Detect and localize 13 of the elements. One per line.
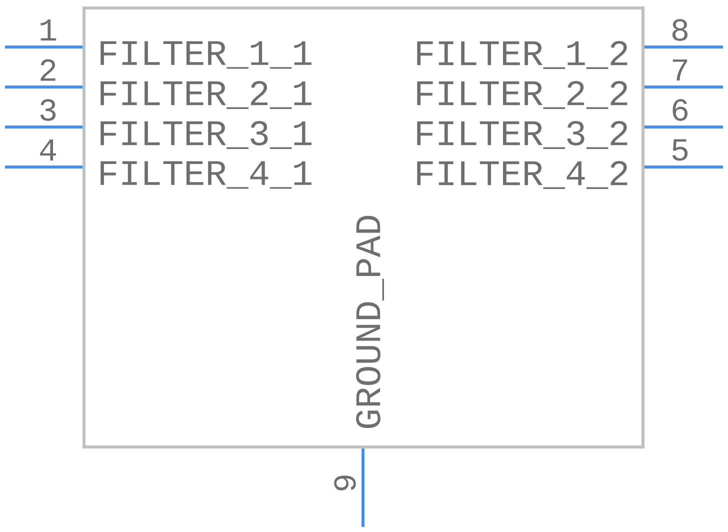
- pin-name: FILTER_1_2: [417, 41, 628, 69]
- pin-name: FILTER_1_1: [100, 41, 312, 69]
- pin-name: FILTER_3_1: [100, 121, 312, 149]
- pin-number: 5: [672, 139, 688, 161]
- pin-name: FILTER_4_1: [100, 161, 312, 189]
- pin-name: GROUND_PAD: [356, 216, 384, 428]
- pin-number: 8: [672, 19, 688, 41]
- pin-number: 6: [672, 99, 688, 121]
- pin-name: FILTER_2_1: [100, 81, 312, 109]
- pin-name: FILTER_3_2: [417, 121, 628, 149]
- pin-name: FILTER_2_2: [417, 81, 628, 109]
- pin-name: FILTER_4_2: [417, 161, 628, 189]
- pin-number: 7: [672, 59, 688, 81]
